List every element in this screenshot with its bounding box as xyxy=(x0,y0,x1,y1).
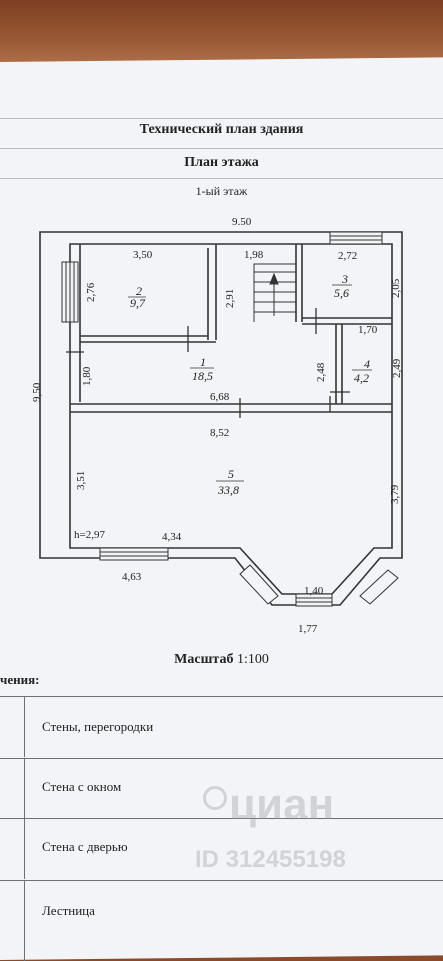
room-area: 5,6 xyxy=(334,286,349,300)
legend-walls: Стены, перегородки xyxy=(42,719,154,734)
staircase xyxy=(253,263,296,322)
dim-r5-top: 8,52 xyxy=(210,427,229,439)
dim-top-width: 9.50 xyxy=(232,216,252,228)
room-number: 3 xyxy=(341,272,348,286)
room-number: 4 xyxy=(364,357,370,371)
window xyxy=(295,593,333,607)
dim-bottom-outer: 4,63 xyxy=(122,571,142,583)
dim-r3-height: 2,05 xyxy=(390,278,402,298)
dim-bottom-inner: 4,34 xyxy=(162,531,182,543)
header-rule xyxy=(0,118,443,119)
watermark-brand: циан xyxy=(229,780,335,829)
room-area: 4,2 xyxy=(354,371,369,385)
dim-hall-left: 1,80 xyxy=(81,366,93,386)
floor-label: 1-ый этаж xyxy=(195,184,248,198)
dim-r5-right: 3,79 xyxy=(389,484,401,504)
room-area: 9,7 xyxy=(130,296,146,310)
dim-r3-width: 2,72 xyxy=(338,250,357,262)
room-label-3: 3 5,6 xyxy=(332,272,352,300)
watermark-id: ID 312455198 xyxy=(195,846,346,873)
scale-label: Масштаб 1:100 xyxy=(0,652,443,668)
location-pin-icon xyxy=(203,786,227,810)
dim-r4-left: 2,48 xyxy=(315,362,327,382)
dim-left-height: 9,50 xyxy=(31,382,43,402)
dim-r2-height: 2,76 xyxy=(85,282,97,302)
window xyxy=(239,564,279,605)
document-title: Технический план здания xyxy=(139,122,304,137)
room-label-1: 1 18,5 xyxy=(190,355,214,383)
legend-stairs: Лестница xyxy=(42,903,95,918)
room-label-4: 4 4,2 xyxy=(352,357,372,385)
window xyxy=(359,569,399,605)
room-area: 33,8 xyxy=(217,483,239,497)
dim-r5-left: 3,51 xyxy=(75,471,87,490)
header-rule xyxy=(0,148,443,149)
window xyxy=(329,231,383,245)
scale-value: 1:100 xyxy=(236,652,269,667)
dim-bay-outer: 1,77 xyxy=(298,623,318,635)
dim-stair-width: 1,98 xyxy=(244,249,264,261)
room-number: 5 xyxy=(228,467,234,481)
legend-row: Стены, перегородки xyxy=(0,696,443,757)
floor-plan: 9.50 9,50 3,50 2,76 1,98 2,91 2,72 2,05 … xyxy=(31,216,403,635)
dim-r4-right: 2,49 xyxy=(391,358,403,378)
dim-stair-height: 2,91 xyxy=(224,289,236,308)
dim-bay-inner: 1,40 xyxy=(304,585,324,597)
document-subtitle: План этажа xyxy=(184,155,259,170)
room-label-5: 5 33,8 xyxy=(216,467,244,497)
legend-heading: чения: xyxy=(0,672,40,687)
dim-height-label: h=2,97 xyxy=(74,529,105,541)
legend-row: Стена с дверью xyxy=(0,818,443,879)
legend-row: Стена с окном xyxy=(0,758,443,819)
room-number: 2 xyxy=(136,284,142,298)
room-label-2: 2 9,7 xyxy=(128,284,146,310)
dim-r2-width: 3,50 xyxy=(133,249,153,261)
dim-r4-width: 1,70 xyxy=(358,324,378,336)
window xyxy=(99,547,169,561)
legend-window-wall: Стена с окном xyxy=(42,779,122,794)
room-number: 1 xyxy=(200,355,206,369)
legend-row: Лестница xyxy=(0,880,443,961)
header-rule xyxy=(0,178,443,179)
scale-title: Масштаб xyxy=(174,652,234,667)
room-area: 18,5 xyxy=(192,369,213,383)
legend-door-wall: Стена с дверью xyxy=(42,839,128,854)
dim-hall-width: 6,68 xyxy=(210,391,230,403)
